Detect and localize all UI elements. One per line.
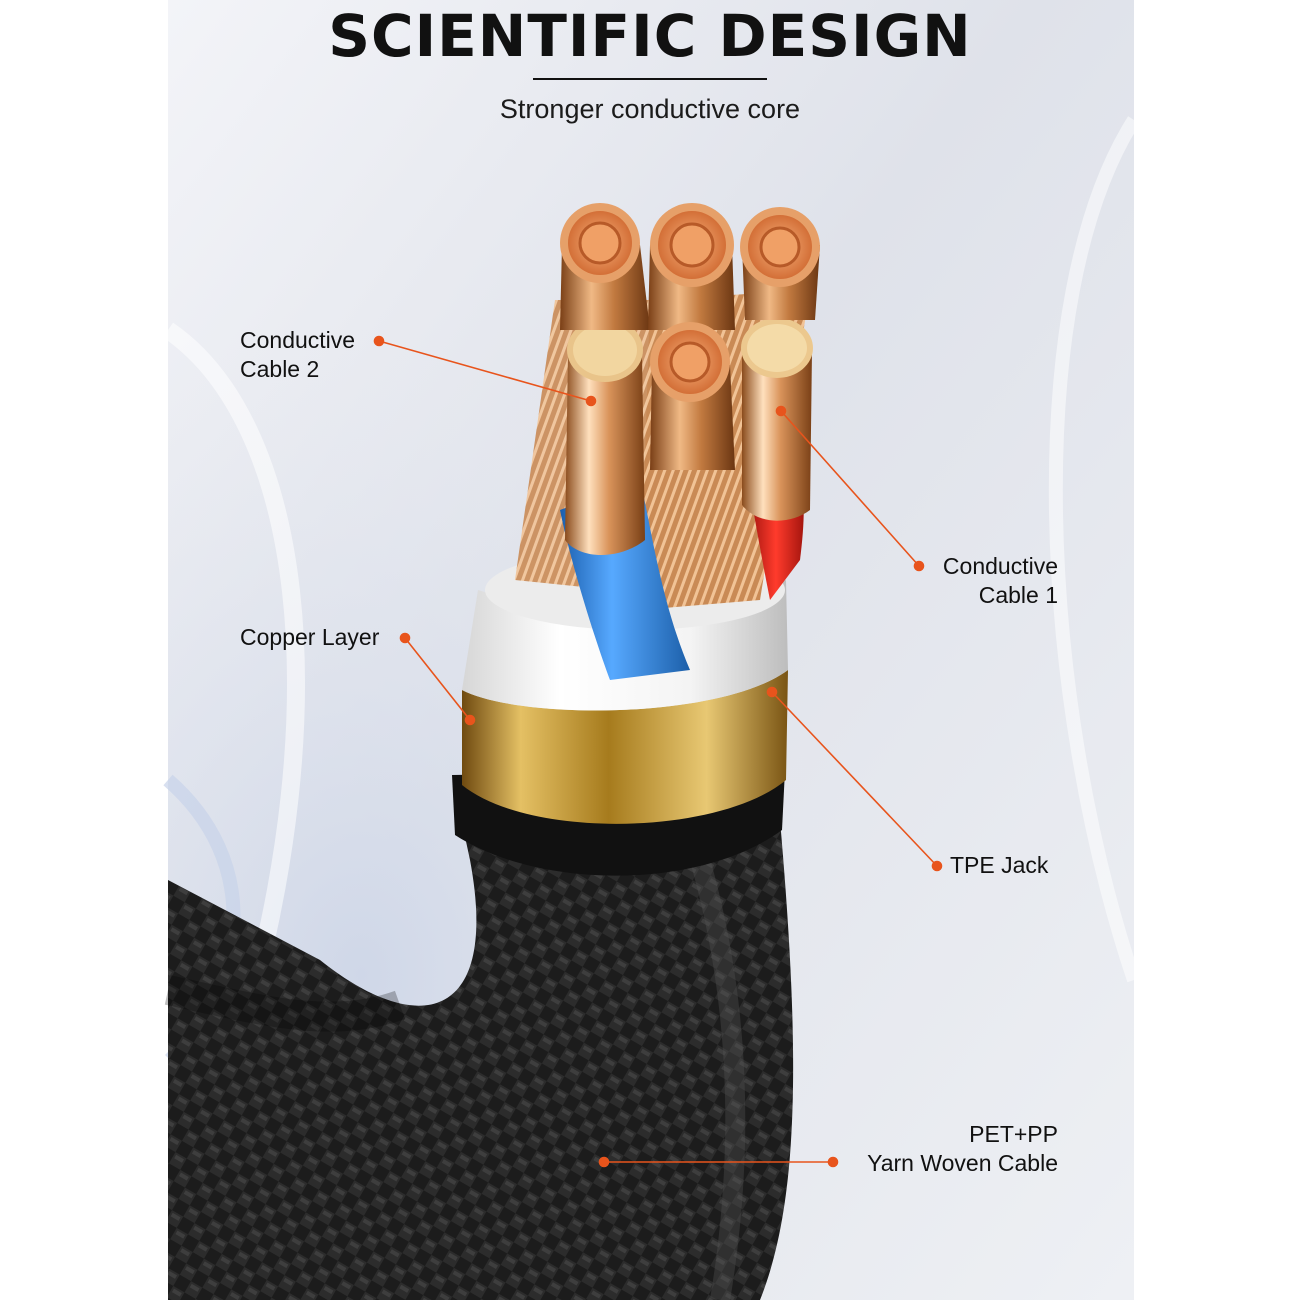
- callout-line-1: Conductive: [240, 327, 356, 353]
- stranded-ends: [560, 203, 820, 470]
- callout-woven-cable: PET+PP Yarn Woven Cable: [867, 1120, 1058, 1178]
- callout-line-2: Cable 2: [240, 356, 320, 382]
- callout-line-2: Cable 1: [978, 582, 1058, 608]
- braided-cable: [168, 790, 794, 1300]
- callout-tpe-jack: TPE Jack: [950, 852, 1049, 878]
- callout-conductive-cable-2: Conductive Cable 2: [240, 326, 355, 384]
- callout-conductive-cable-1: Conductive Cable 1: [943, 552, 1058, 610]
- conductive-cable-2: [565, 355, 645, 555]
- callout-line-2: Yarn Woven Cable: [867, 1150, 1058, 1176]
- page-subtitle: Stronger conductive core: [499, 94, 801, 124]
- copper-layer-band: [462, 670, 788, 824]
- page-title: SCIENTIFIC DESIGN: [328, 2, 972, 70]
- conductive-cable-1: [742, 350, 812, 521]
- callout-lines: [373, 335, 943, 1168]
- callout-line-1: PET+PP: [969, 1121, 1058, 1147]
- callout-line-1: Conductive: [942, 553, 1058, 579]
- callout-copper-layer: Copper Layer: [240, 624, 380, 650]
